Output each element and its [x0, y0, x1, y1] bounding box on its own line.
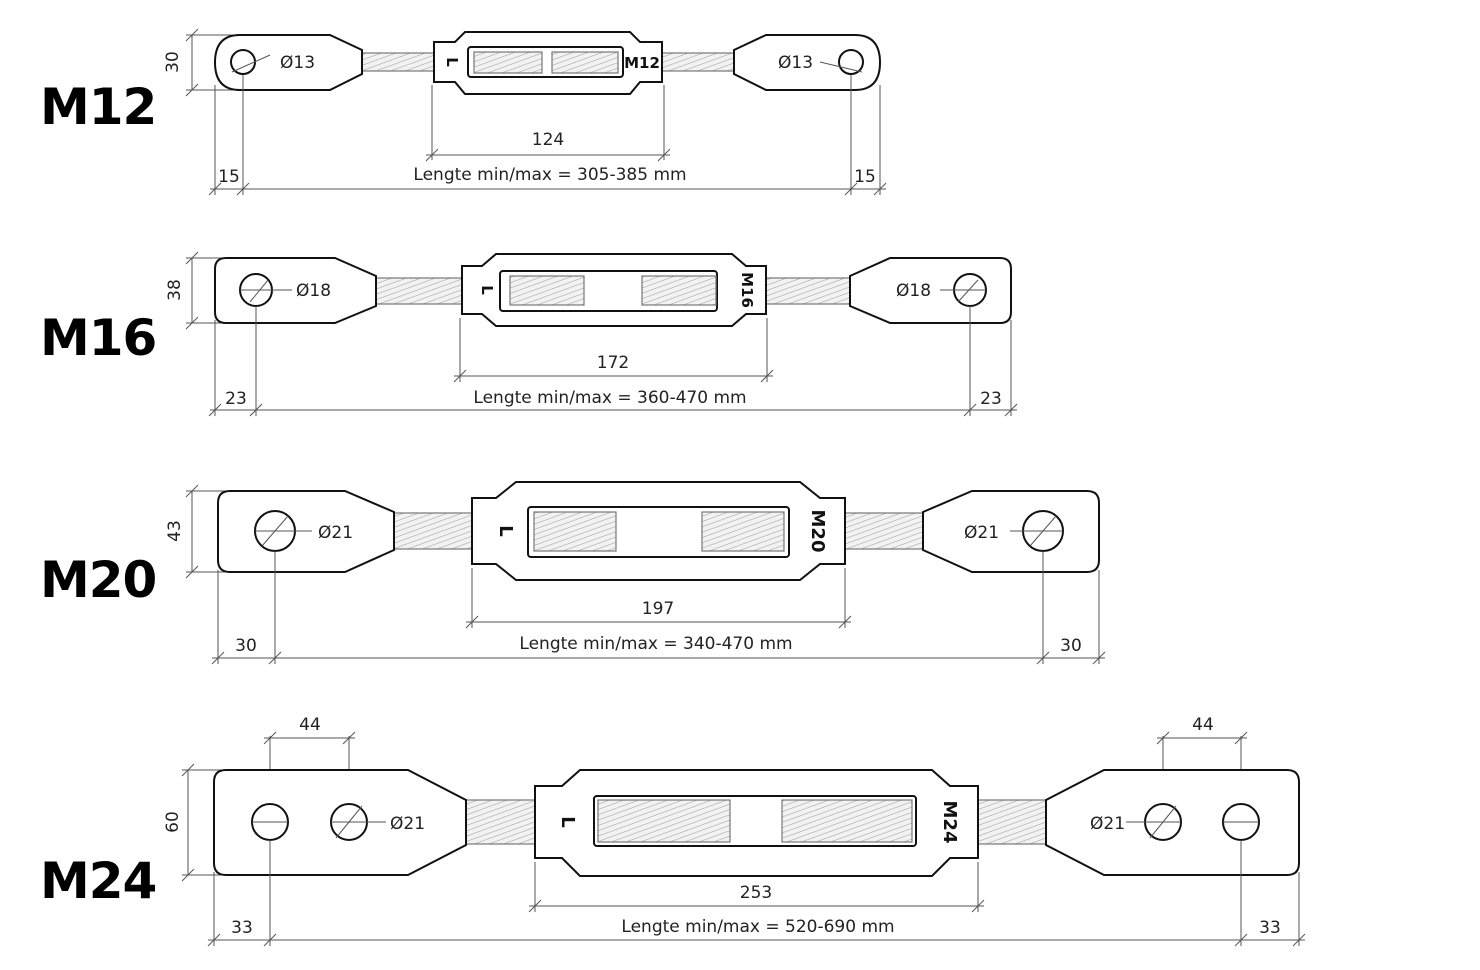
turnbuckle-m20: 43 Ø21 Ø21 L M20 197 30 30 L — [165, 481, 1106, 665]
body-side-label-m16: L — [478, 285, 496, 295]
end-offset-right-m24: 33 — [1259, 918, 1281, 938]
hole-label-left-m16: Ø18 — [296, 281, 331, 301]
end-offset-left-m12: 15 — [218, 167, 240, 187]
body-length-dim-m24: 253 — [740, 883, 772, 903]
body-label-m20: M20 — [807, 510, 828, 553]
body-label-m24: M24 — [939, 801, 960, 844]
end-offset-right-m16: 23 — [980, 389, 1002, 409]
height-dim-m20: 43 — [165, 520, 185, 542]
body-label-m12: M12 — [624, 54, 660, 72]
length-text-m12: Lengte min/max = 305-385 mm — [413, 165, 686, 185]
size-label-m24: M24 — [40, 852, 157, 910]
body-side-label-m20: L — [495, 525, 516, 536]
size-label-m16: M16 — [40, 309, 157, 367]
body-side-label-m24: L — [557, 816, 578, 827]
size-label-m20: M20 — [40, 551, 157, 609]
hole-label-left-m20: Ø21 — [318, 523, 353, 543]
hole-label-left-m12: Ø13 — [280, 53, 315, 73]
end-offset-left-m24: 33 — [231, 918, 253, 938]
end-offset-left-m16: 23 — [225, 389, 247, 409]
turnbuckle-m12: 30 Ø13 Ø13 L M12 124 — [163, 28, 887, 196]
height-dim-m12: 30 — [163, 51, 183, 73]
body-length-dim-m20: 197 — [642, 599, 674, 619]
hole-label-right-m20: Ø21 — [964, 523, 999, 543]
length-text-m20: Lengte min/max = 340-470 mm — [519, 634, 792, 654]
turnbuckle-m16: 38 Ø18 Ø18 L M16 172 23 23 L — [165, 251, 1018, 417]
hole-label-right-m16: Ø18 — [896, 281, 931, 301]
end-offset-right-m12: 15 — [854, 167, 876, 187]
end-offset-left-m20: 30 — [235, 636, 257, 656]
size-label-m12: M12 — [40, 78, 157, 136]
length-text-m16: Lengte min/max = 360-470 mm — [473, 388, 746, 408]
body-length-dim-m16: 172 — [597, 353, 629, 373]
hole-label-right-m12: Ø13 — [778, 53, 813, 73]
hole-spacing-right-m24: 44 — [1192, 715, 1214, 735]
hole-label-left-m24: Ø21 — [390, 814, 425, 834]
height-dim-m24: 60 — [163, 811, 183, 833]
body-length-dim-m12: 124 — [532, 130, 564, 150]
turnbuckle-m24: 44 44 60 Ø21 Ø21 L M24 — [163, 715, 1306, 947]
hole-spacing-left-m24: 44 — [299, 715, 321, 735]
body-label-m16: M16 — [738, 272, 756, 308]
hole-label-right-m24: Ø21 — [1090, 814, 1125, 834]
length-text-m24: Lengte min/max = 520-690 mm — [621, 917, 894, 937]
height-dim-m16: 38 — [165, 279, 185, 301]
body-side-label-m12: L — [443, 57, 461, 67]
end-offset-right-m20: 30 — [1060, 636, 1082, 656]
